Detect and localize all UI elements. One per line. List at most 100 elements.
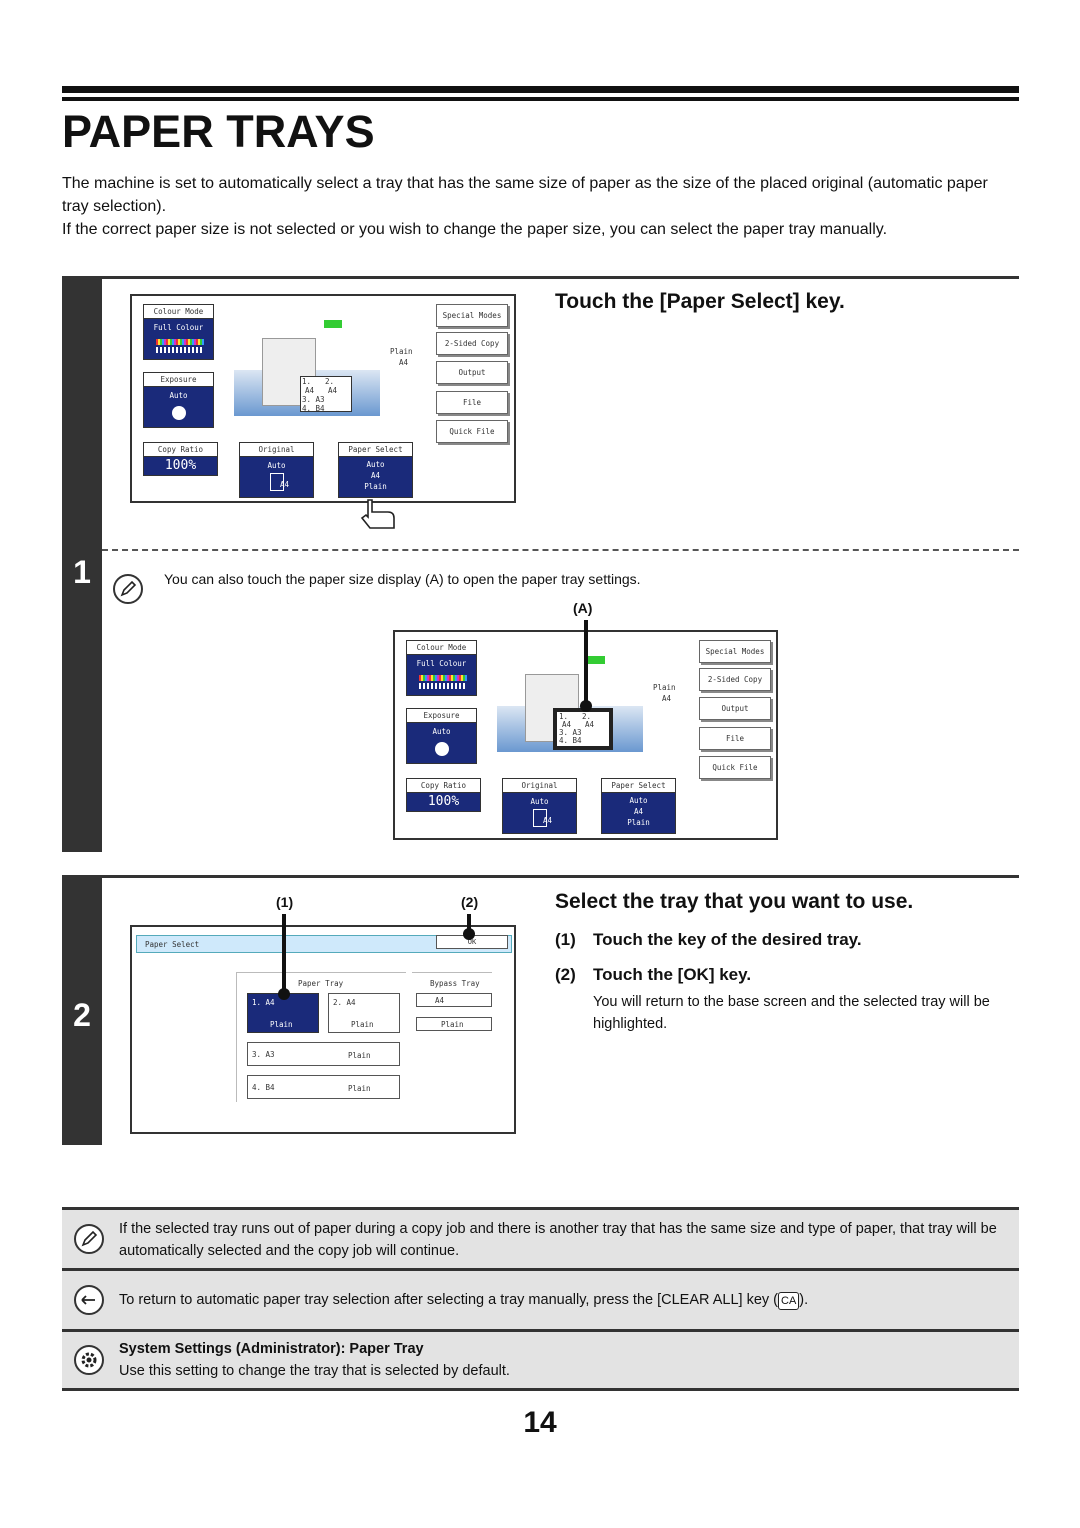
tray4-label-2: 4. B4: [559, 736, 582, 745]
pencil-note-icon-2: [74, 1224, 104, 1254]
output-button-2[interactable]: Output: [699, 697, 771, 720]
paper-select-size: A4: [370, 471, 381, 480]
tray4-key[interactable]: 4. B4 Plain: [247, 1075, 400, 1099]
colour-bar-icon-2: [419, 675, 467, 681]
original-size: A4: [279, 480, 290, 489]
intro-text: The machine is set to automatically sele…: [62, 172, 1012, 241]
paper-select-key[interactable]: Paper Select Auto A4 Plain: [338, 442, 413, 498]
intro-paragraph-2: If the correct paper size is not selecte…: [62, 221, 888, 238]
exposure-icon: [172, 406, 186, 420]
lcd-screen-callout: Colour Mode Full Colour Exposure Auto Co…: [393, 630, 778, 840]
exposure-key[interactable]: Exposure Auto: [143, 372, 214, 428]
bypass-tray-label: Bypass Tray: [430, 979, 480, 988]
colour-mode-key[interactable]: Colour Mode Full Colour: [143, 304, 214, 360]
file-button-2[interactable]: File: [699, 727, 771, 750]
original-key[interactable]: Original Auto A4: [239, 442, 314, 498]
tray1-key-label: 1. A4: [252, 998, 275, 1007]
copy-ratio-value-2: 100%: [427, 794, 460, 809]
quick-file-button-2[interactable]: Quick File: [699, 756, 771, 779]
tray-display-highlighted[interactable]: 1. 2. A4 A4 3. A3 4. B4: [553, 708, 613, 750]
paper-type-label-2: Plain: [653, 683, 676, 692]
paper-size-label: A4: [399, 358, 409, 367]
step1-divider: [102, 549, 1019, 551]
tray3-key-label: 3. A3: [252, 1050, 275, 1059]
special-modes-button-2[interactable]: Special Modes: [699, 640, 771, 663]
bypass-type-key[interactable]: Plain: [416, 1017, 492, 1031]
tray3-key[interactable]: 3. A3 Plain: [247, 1042, 400, 1066]
machine-illustration: 1. 2. A4 A4 3. A3 4. B4: [234, 314, 380, 416]
header-rule-thick: [62, 86, 1019, 93]
step1-number: 1: [73, 554, 91, 590]
bypass-tray-key[interactable]: A4: [416, 993, 492, 1007]
bypass-size: A4: [435, 996, 445, 1005]
colour-mode-key-2[interactable]: Colour Mode Full Colour: [406, 640, 477, 696]
tray-display[interactable]: 1. 2. A4 A4 3. A3 4. B4: [300, 376, 352, 413]
header-rule-thin: [62, 97, 1019, 101]
copy-ratio-label-2: Copy Ratio: [407, 779, 480, 793]
note-box-1: If the selected tray runs out of paper d…: [62, 1210, 1019, 1268]
paper-select-header-bar: Paper Select: [136, 935, 512, 953]
paper-select-label-2: Paper Select: [602, 779, 675, 793]
output-button[interactable]: Output: [436, 361, 508, 384]
copy-ratio-key-2[interactable]: Copy Ratio 100%: [406, 778, 481, 812]
tray2-label: 2.: [325, 377, 335, 386]
callout-1-dot: [278, 988, 290, 1000]
step2-bar: 2: [62, 875, 102, 1145]
tray2-key-label: 2. A4: [333, 998, 356, 1007]
paper-select-key-2[interactable]: Paper Select Auto A4 Plain: [601, 778, 676, 834]
original-icon-2: [533, 809, 547, 827]
callout-a-leader: [584, 620, 588, 702]
exposure-label-2: Exposure: [407, 709, 476, 723]
return-arrow-icon: [81, 1295, 95, 1305]
note-3-body: Use this setting to change the tray that…: [119, 1363, 510, 1379]
tray1-label: 1.: [302, 377, 312, 386]
note-box-3: System Settings (Administrator): Paper T…: [62, 1332, 1019, 1388]
callout-a: (A): [573, 600, 593, 616]
tray3-key-type: Plain: [348, 1051, 371, 1060]
mono-bar-icon: [156, 347, 204, 353]
tray1-size: A4: [305, 386, 315, 395]
special-modes-button[interactable]: Special Modes: [436, 304, 508, 327]
mono-bar-icon-2: [419, 683, 467, 689]
note-divider-1: [62, 1268, 1019, 1271]
status-indicator-icon: [324, 320, 342, 328]
step1-top-line: [102, 276, 1019, 279]
file-button[interactable]: File: [436, 391, 508, 414]
original-label: Original: [240, 443, 313, 457]
page-title: PAPER TRAYS: [62, 106, 375, 157]
return-icon: [74, 1285, 104, 1315]
original-auto: Auto: [267, 461, 286, 470]
tray3-label: 3. A3: [302, 395, 325, 404]
paper-select-auto: Auto: [366, 460, 385, 469]
step1-note: You can also touch the paper size displa…: [164, 571, 641, 587]
original-icon: [270, 473, 284, 491]
pointing-hand-icon: [360, 499, 395, 529]
substep2-number: (2): [555, 965, 576, 984]
quick-file-button[interactable]: Quick File: [436, 420, 508, 443]
note-2-pre: To return to automatic paper tray select…: [119, 1292, 778, 1308]
colour-mode-label: Colour Mode: [144, 305, 213, 319]
two-sided-copy-button[interactable]: 2-Sided Copy: [436, 332, 508, 355]
substep2-body: You will return to the base screen and t…: [593, 994, 990, 1032]
two-sided-copy-button-2[interactable]: 2-Sided Copy: [699, 668, 771, 691]
tray4-key-label: 4. B4: [252, 1083, 275, 1092]
colour-mode-label-2: Colour Mode: [407, 641, 476, 655]
exposure-key-2[interactable]: Exposure Auto: [406, 708, 477, 764]
paper-size-label-2: A4: [662, 694, 672, 703]
tray2-label-2: 2.: [582, 712, 592, 721]
intro-paragraph-1: The machine is set to automatically sele…: [62, 175, 988, 215]
callout-a-dot: [580, 700, 592, 712]
note-2-text: To return to automatic paper tray select…: [119, 1289, 1009, 1311]
original-key-2[interactable]: Original Auto A4: [502, 778, 577, 834]
copy-ratio-value: 100%: [164, 458, 197, 473]
bypass-tray-group: [412, 972, 492, 1032]
copy-ratio-key[interactable]: Copy Ratio 100%: [143, 442, 218, 476]
tray2-key[interactable]: 2. A4 Plain: [328, 993, 400, 1033]
lcd-screen-base: Colour Mode Full Colour Exposure Auto Co…: [130, 294, 516, 503]
paper-tray-group: [236, 972, 406, 1102]
step2-number: 2: [73, 997, 91, 1033]
copy-ratio-label: Copy Ratio: [144, 443, 217, 457]
step2-top-line: [102, 875, 1019, 878]
note-3-title: System Settings (Administrator): Paper T…: [119, 1341, 424, 1357]
note-divider-2: [62, 1329, 1019, 1332]
